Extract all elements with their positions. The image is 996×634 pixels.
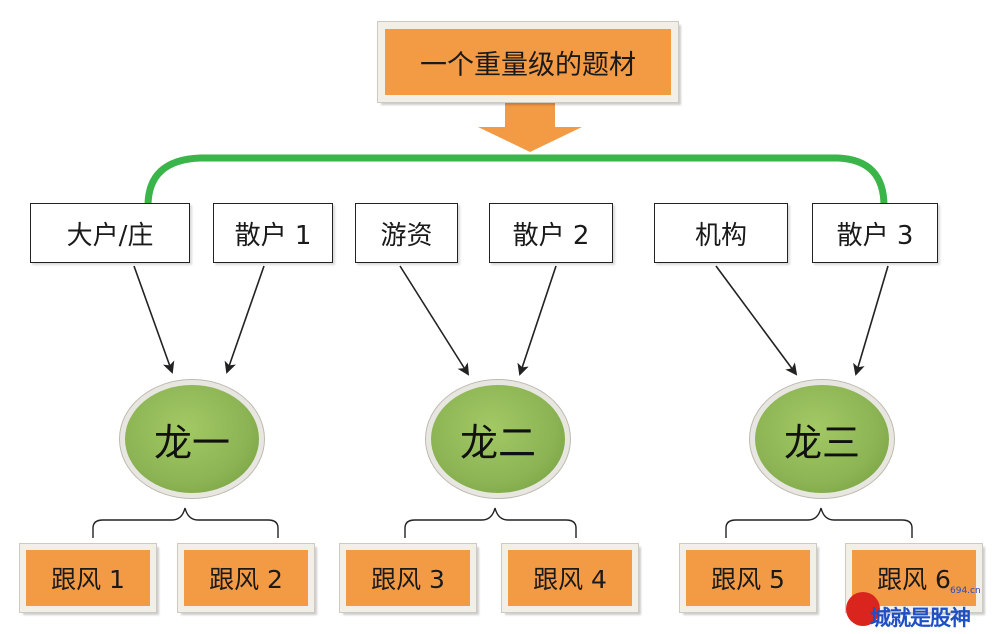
source-box-3: 游资 <box>355 203 458 263</box>
watermark: 694.cn 城就是股神 <box>842 586 992 630</box>
follower-box-2: 跟风 2 <box>177 543 315 613</box>
arrow-source-2 <box>224 265 265 374</box>
arrow-source-6 <box>853 265 889 376</box>
source-box-2: 散户 1 <box>213 203 333 263</box>
source-box-5: 机构 <box>654 203 788 263</box>
follower-box-3: 跟风 3 <box>339 543 477 613</box>
source-label: 散户 3 <box>836 220 914 251</box>
dragon-label: 龙一 <box>153 420 230 465</box>
watermark-text: 城就是股神 <box>870 606 971 630</box>
arrow-source-3 <box>399 265 470 376</box>
dragon-node-3: 龙三 <box>749 379 895 499</box>
arrow-source-4 <box>517 265 557 376</box>
green-bracket <box>144 154 888 210</box>
follower-box-4: 跟风 4 <box>501 543 639 613</box>
source-label: 机构 <box>694 220 747 251</box>
follower-label: 跟风 6 <box>877 565 951 594</box>
arrow-source-5 <box>715 265 798 376</box>
bracket-dragon-1 <box>92 507 279 538</box>
source-box-6: 散户 3 <box>812 203 938 263</box>
follower-label: 跟风 2 <box>209 565 283 594</box>
follower-label: 跟风 1 <box>51 565 125 594</box>
source-box-1: 大户/庄 <box>30 203 190 263</box>
follower-box-5: 跟风 5 <box>679 543 817 613</box>
dragon-node-2: 龙二 <box>425 379 571 499</box>
watermark-site: 694.cn <box>950 586 981 596</box>
source-label: 游资 <box>380 220 433 251</box>
follower-label: 跟风 4 <box>533 565 607 594</box>
top-theme-label: 一个重量级的题材 <box>420 49 636 81</box>
arrow-source-1 <box>133 265 175 374</box>
source-label: 大户/庄 <box>66 220 154 251</box>
source-label: 散户 1 <box>234 220 312 251</box>
top-theme-box: 一个重量级的题材 <box>377 21 679 103</box>
source-label: 散户 2 <box>512 220 590 251</box>
follower-box-1: 跟风 1 <box>19 543 157 613</box>
source-box-4: 散户 2 <box>489 203 613 263</box>
down-arrow <box>478 103 582 152</box>
watermark-logo-icon <box>846 592 880 626</box>
dragon-label: 龙二 <box>459 420 536 465</box>
bracket-dragon-3 <box>725 507 913 538</box>
follower-label: 跟风 5 <box>711 565 785 594</box>
dragon-node-1: 龙一 <box>119 379 265 499</box>
dragon-label: 龙三 <box>783 420 860 465</box>
follower-label: 跟风 3 <box>371 565 445 594</box>
bracket-dragon-2 <box>404 507 577 538</box>
